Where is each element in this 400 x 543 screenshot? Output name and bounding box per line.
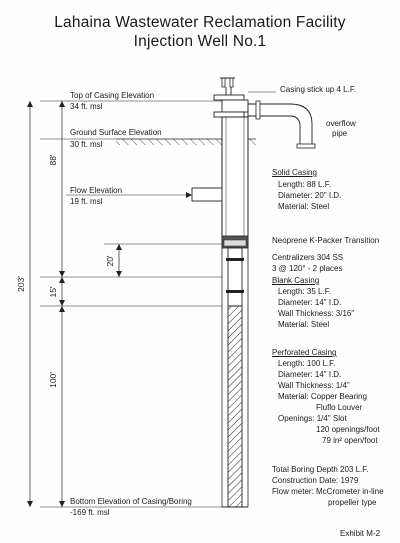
stickup-callout: Casing stick up 4 L.F. <box>280 85 357 94</box>
summary-line: Flow meter: McCrometer in-line <box>272 487 384 496</box>
bottom-value: -169 ft. msl <box>70 508 110 517</box>
blank-casing-heading: Blank Casing <box>272 276 320 285</box>
top-casing-label: Top of Casing Elevation <box>70 91 155 100</box>
flow-value: 19 ft. msl <box>70 197 103 206</box>
total-dim-label: 203' <box>16 276 26 292</box>
solid-casing <box>221 116 249 245</box>
packer-callout: Neoprene K-Packer Transition <box>272 236 380 245</box>
perf-casing-line: Length: 100 L.F. <box>278 359 336 368</box>
centralizers-callout-2: 3 @ 120° - 2 places <box>272 264 343 273</box>
perf-casing-line: 79 in² open/foot <box>322 436 378 445</box>
solid-casing-line: Diameter: 20" I.D. <box>278 191 342 200</box>
blank-casing-line: Material: Steel <box>278 320 330 329</box>
overflow-callout-1: overflow <box>326 119 356 128</box>
top-casing-value: 34 ft. msl <box>70 102 103 111</box>
flow-label: Flow Elevation <box>70 186 123 195</box>
title-line-1: Lahaina Wastewater Reclamation Facility <box>54 14 346 31</box>
wellhead-body <box>221 99 249 113</box>
wellhead-valve-stem-2 <box>229 77 234 88</box>
ground-value: 30 ft. msl <box>70 140 103 149</box>
summary-line: Construction Date: 1979 <box>272 476 359 485</box>
perf-casing-line: Wall Thickness: 1/4" <box>278 381 350 390</box>
title-line-2: Injection Well No.1 <box>133 33 267 50</box>
ground-label: Ground Surface Elevation <box>70 128 162 137</box>
blank-dim-label: 15' <box>48 286 58 297</box>
blank-casing <box>227 247 243 307</box>
solid-dim-label: 88' <box>48 154 58 165</box>
exhibit-label: Exhibit M-2 <box>340 529 381 538</box>
ground-surface-hatch <box>116 139 256 145</box>
perf-casing-heading: Perforated Casing <box>272 348 337 357</box>
perf-casing-line: Fluflo Louver <box>316 403 363 412</box>
perforated-casing <box>227 305 243 508</box>
bottom-label: Bottom Elevation of Casing/Boring <box>70 497 192 506</box>
solid-casing-line: Length: 88 L.F. <box>278 180 331 189</box>
blank-casing-line: Length: 35 L.F. <box>278 287 331 296</box>
wellhead-valve-stem <box>221 77 226 88</box>
summary-line: Total Boring Depth 203 L.F. <box>272 465 369 474</box>
centralizer-upper <box>226 258 244 261</box>
summary-line: propeller type <box>328 498 377 507</box>
centralizers-callout-1: Centralizers 304 SS <box>272 253 344 262</box>
perf-casing-line: Openings: 1/4" Slot <box>278 414 347 423</box>
solid-casing-line: Material: Steel <box>278 202 330 211</box>
flow-pipe <box>191 187 223 202</box>
wellhead-flange-top <box>213 94 245 101</box>
centralizer-lower <box>226 290 244 293</box>
perf-casing-line: Diameter: 14" I.D. <box>278 370 342 379</box>
wellhead-flange-bottom <box>213 111 245 118</box>
overflow-callout-2: pipe <box>332 129 348 138</box>
blank-casing-line: Wall Thickness: 3/16" <box>278 309 355 318</box>
solid-casing-heading: Solid Casing <box>272 168 317 177</box>
transition-dim-label: 20' <box>105 255 115 266</box>
perf-casing-line: Material: Copper Bearing <box>278 392 367 401</box>
blank-casing-line: Diameter: 14" I.D. <box>278 298 342 307</box>
perf-dim-label: 100' <box>48 372 58 388</box>
perf-casing-line: 120 openings/foot <box>316 425 380 434</box>
